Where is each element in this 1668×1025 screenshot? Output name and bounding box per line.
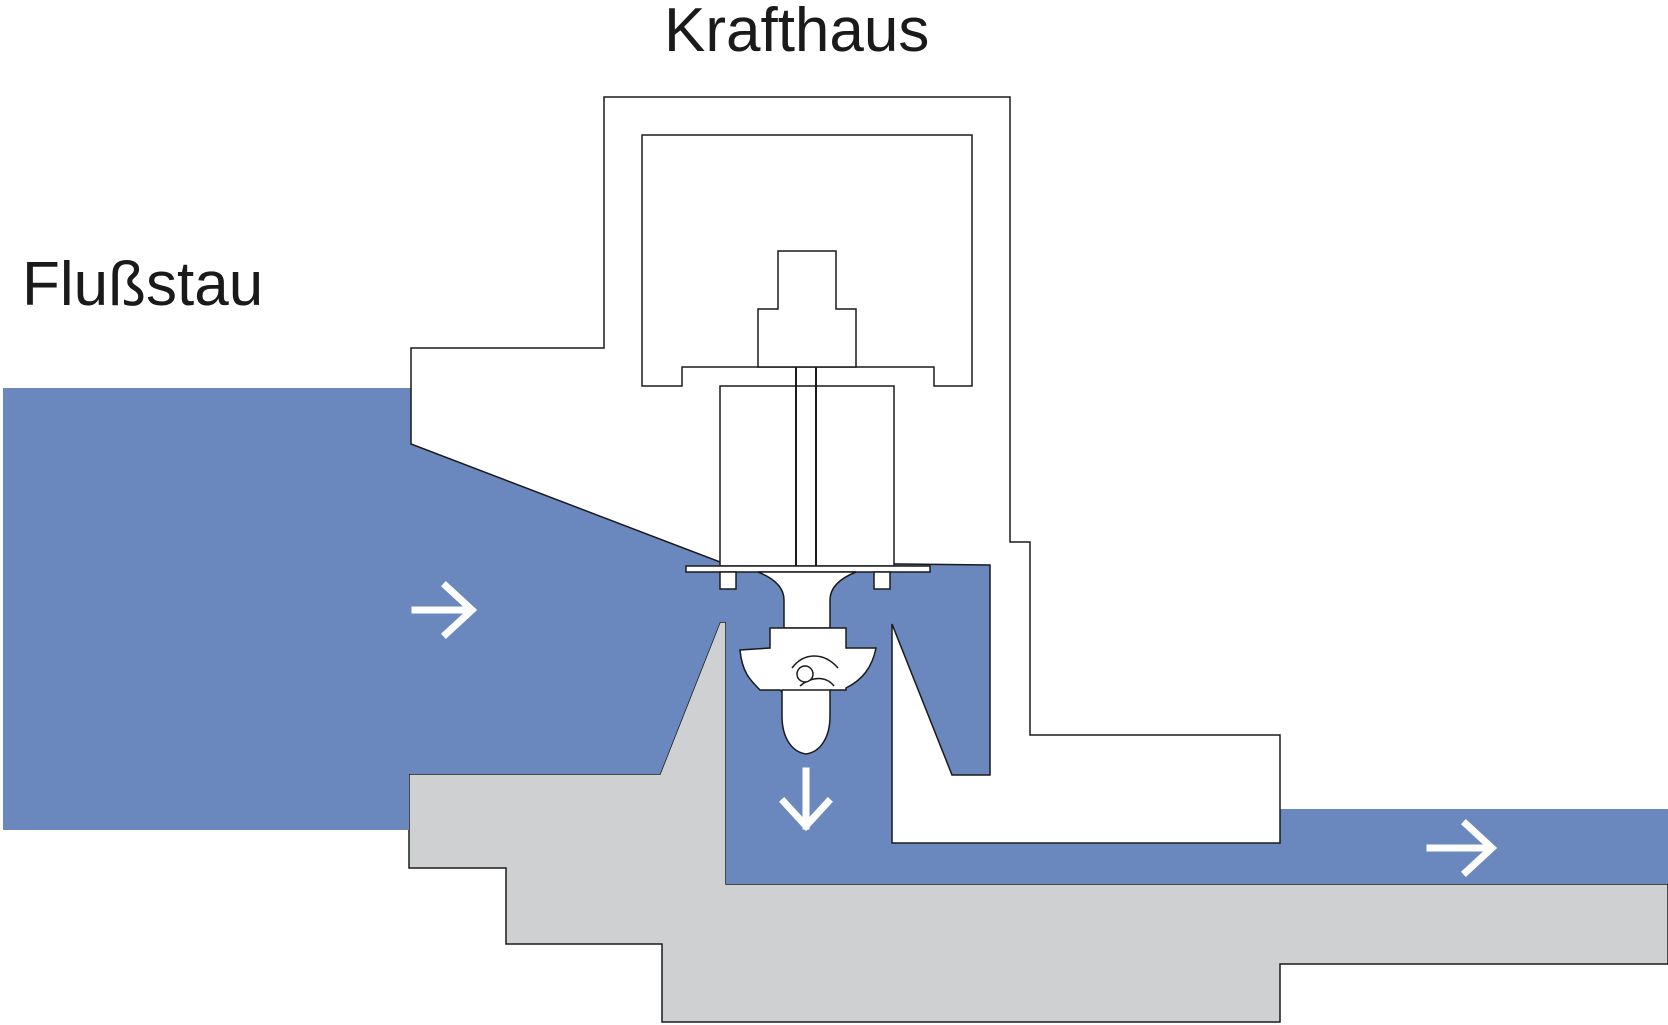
generator (757, 250, 857, 368)
turbine-blade (791, 655, 839, 687)
reservoir-label: Flußstau (22, 250, 264, 319)
outflow-arrow-icon (1426, 819, 1498, 877)
powerhouse-label: Krafthaus (664, 0, 930, 65)
turbine-center (796, 665, 814, 683)
gate-bolt-right (873, 571, 891, 590)
downflow-arrow-icon (779, 767, 833, 832)
runner-nose (781, 689, 831, 755)
gate-bolt-left (719, 571, 737, 590)
inflow-arrow-icon (411, 581, 478, 639)
turbine-housing (719, 385, 895, 567)
head-cover (685, 565, 931, 573)
reservoir-water (3, 388, 720, 830)
